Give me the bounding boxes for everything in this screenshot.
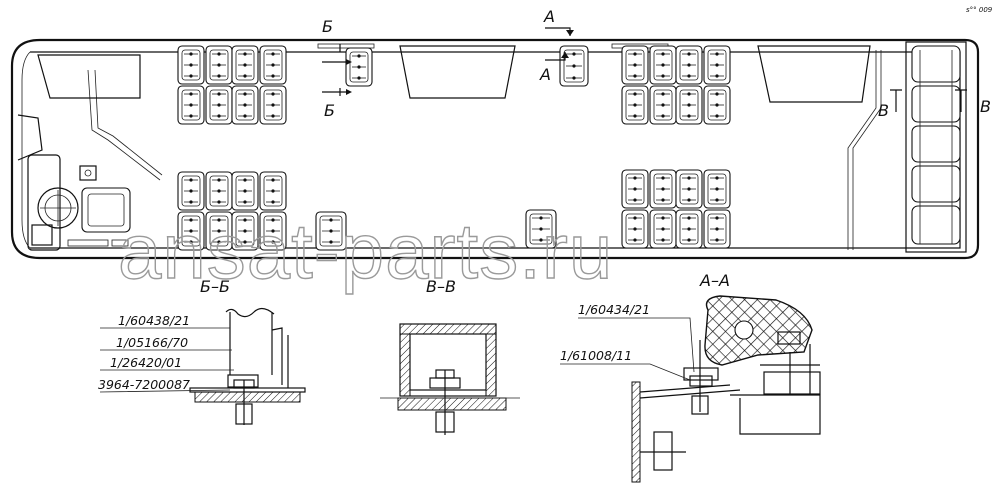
driver-area — [27, 154, 131, 251]
part-number-1: 1/60438/21 — [118, 313, 190, 328]
seat — [231, 85, 259, 125]
seat — [559, 45, 589, 87]
seat — [231, 211, 259, 251]
part-number-2: 1/05166/70 — [116, 335, 188, 350]
rear-bench — [905, 41, 967, 253]
seat — [259, 211, 287, 251]
seat — [703, 169, 731, 209]
seat — [525, 209, 557, 249]
seat — [315, 211, 347, 251]
part-number-6: 1/61008/11 — [560, 348, 632, 363]
seat — [649, 169, 677, 209]
seat — [259, 85, 287, 125]
seat — [649, 209, 677, 249]
passenger-seats — [177, 45, 731, 251]
part-number-3: 1/26420/01 — [110, 355, 182, 370]
seat — [649, 85, 677, 125]
detail-aa — [560, 295, 821, 483]
section-b-top-label: Б — [322, 17, 333, 36]
seat — [259, 171, 287, 211]
seat — [177, 171, 205, 211]
section-b-bottom-label: Б — [324, 101, 335, 120]
seat — [177, 211, 205, 251]
section-a-top-label: А — [543, 7, 555, 26]
seat — [205, 171, 233, 211]
corner-note: s°° 009 — [966, 6, 993, 14]
seat — [675, 169, 703, 209]
detail-vv — [380, 323, 520, 435]
seat — [231, 45, 259, 85]
seat — [703, 209, 731, 249]
labels: Б Б А А В В Б–Б В–В А–А 1/60438/21 1/051… — [98, 6, 993, 392]
section-bb-title: Б–Б — [200, 277, 230, 296]
seat — [675, 209, 703, 249]
seat — [649, 45, 677, 85]
seat — [259, 45, 287, 85]
section-vv-title: В–В — [426, 277, 456, 296]
seat — [621, 169, 649, 209]
seat — [205, 45, 233, 85]
watermark-text: ansat-parts.ru — [118, 207, 613, 295]
seat — [621, 45, 649, 85]
section-v-right-label: В — [980, 97, 991, 116]
seat — [675, 45, 703, 85]
bus-outline — [10, 38, 980, 260]
seat — [621, 209, 649, 249]
section-a-side-label: А — [539, 65, 551, 84]
seat — [177, 45, 205, 85]
seat — [703, 45, 731, 85]
seat — [231, 171, 259, 211]
seat — [205, 211, 233, 251]
seat — [205, 85, 233, 125]
seat — [345, 47, 373, 87]
section-markers — [322, 27, 967, 112]
seat — [675, 85, 703, 125]
section-aa-title: А–А — [699, 271, 730, 290]
section-v-left-label: В — [878, 101, 889, 120]
wheel-arches — [37, 43, 871, 103]
seat — [177, 85, 205, 125]
part-number-4: 3964-7200087 — [98, 377, 190, 392]
part-number-5: 1/60434/21 — [578, 302, 650, 317]
seat — [621, 85, 649, 125]
seat — [703, 85, 731, 125]
detail-bb — [99, 307, 306, 425]
